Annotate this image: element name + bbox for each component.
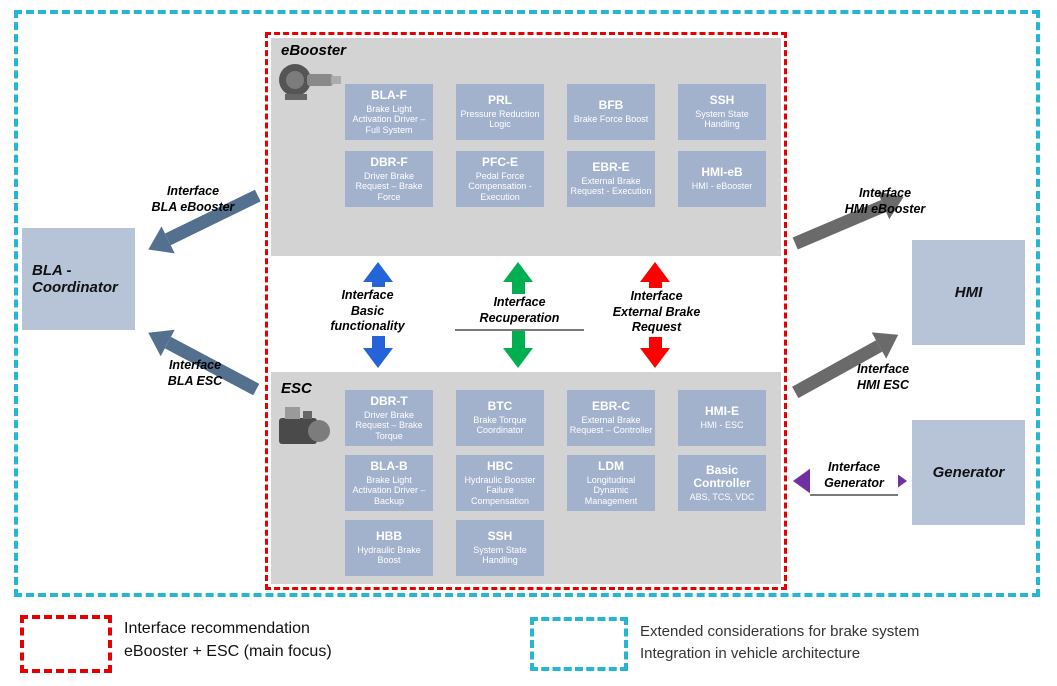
label-interface-hmi-esc: Interface HMI ESC: [856, 362, 910, 392]
arrow-head-down: [363, 348, 393, 368]
module-ebr-c: EBR-C External Brake Request – Controlle…: [567, 390, 655, 446]
module-pfc-e: PFC-E Pedal Force Compensation - Executi…: [456, 151, 544, 207]
esc-module-grid: DBR-T Driver Brake Request – Brake Torqu…: [345, 390, 766, 576]
bla-coordinator-box: BLA - Coordinator: [22, 228, 135, 330]
label-interface-external-brake-request: Interface External Brake Request: [602, 288, 711, 337]
arrow-head-up: [363, 262, 393, 282]
legend-cyan-text: Extended considerations for brake system…: [640, 623, 920, 662]
generator-box: Generator: [912, 420, 1025, 525]
module-ebr-e: EBR-E External Brake Request - Execution: [567, 151, 655, 207]
module-ssh-ebooster: SSH System State Handling: [678, 84, 766, 140]
module-bfb: BFB Brake Force Boost: [567, 84, 655, 140]
generator-label: Generator: [932, 464, 1005, 481]
module-hmi-e: HMI-E HMI - ESC: [678, 390, 766, 446]
ebooster-device-image: [273, 54, 345, 115]
extended-boundary-cyan: [14, 10, 1040, 597]
legend-red-text: Interface recommendation eBooster + ESC …: [124, 620, 332, 661]
label-interface-generator: Interface Generator: [810, 459, 898, 497]
module-hbc: HBC Hydraulic Booster Failure Compensati…: [456, 455, 544, 511]
arrow-head-up: [640, 262, 670, 282]
module-dbr-f: DBR-F Driver Brake Request – Brake Force: [345, 151, 433, 207]
arrow-head-up: [503, 262, 533, 282]
module-ssh-esc: SSH System State Handling: [456, 520, 544, 576]
module-hbb: HBB Hydraulic Brake Boost: [345, 520, 433, 576]
module-basic-controller: Basic Controller ABS, TCS, VDC: [678, 455, 766, 511]
esc-panel: ESC DBR-T Driver Brake Request – Brake T…: [271, 372, 781, 584]
label-interface-recuperation: Interface Recuperation: [455, 294, 584, 332]
module-ldm: LDM Longitudinal Dynamic Management: [567, 455, 655, 511]
module-hmi-eb: HMI-eB HMI - eBooster: [678, 151, 766, 207]
label-interface-bla-ebooster: Interface BLA eBooster: [151, 184, 235, 214]
legend-red-swatch: [20, 615, 112, 673]
module-btc: BTC Brake Torque Coordinator: [456, 390, 544, 446]
ebooster-panel: eBooster BLA-F Brake Light Activation Dr…: [271, 38, 781, 256]
module-bla-f: BLA-F Brake Light Activation Driver – Fu…: [345, 84, 433, 140]
ebooster-module-grid: BLA-F Brake Light Activation Driver – Fu…: [345, 84, 766, 207]
module-dbr-t: DBR-T Driver Brake Request – Brake Torqu…: [345, 390, 433, 446]
hmi-label: HMI: [954, 284, 983, 301]
arrow-head-down: [640, 348, 670, 368]
esc-device-image: [273, 400, 335, 457]
legend-cyan-swatch: [530, 617, 628, 671]
label-interface-bla-esc: Interface BLA ESC: [167, 358, 223, 388]
arrow-head-down: [503, 348, 533, 368]
bla-coordinator-label: BLA - Coordinator: [32, 262, 118, 296]
label-interface-hmi-ebooster: Interface HMI eBooster: [844, 186, 926, 216]
label-interface-basic-functionality: Interface Basic functionality: [318, 287, 417, 336]
hmi-box: HMI: [912, 240, 1025, 345]
module-prl: PRL Pressure Reduction Logic: [456, 84, 544, 140]
arrow-head-left: [793, 468, 811, 494]
esc-title: ESC: [281, 380, 312, 397]
ebooster-title: eBooster: [281, 42, 347, 59]
module-bla-b: BLA-B Brake Light Activation Driver – Ba…: [345, 455, 433, 511]
